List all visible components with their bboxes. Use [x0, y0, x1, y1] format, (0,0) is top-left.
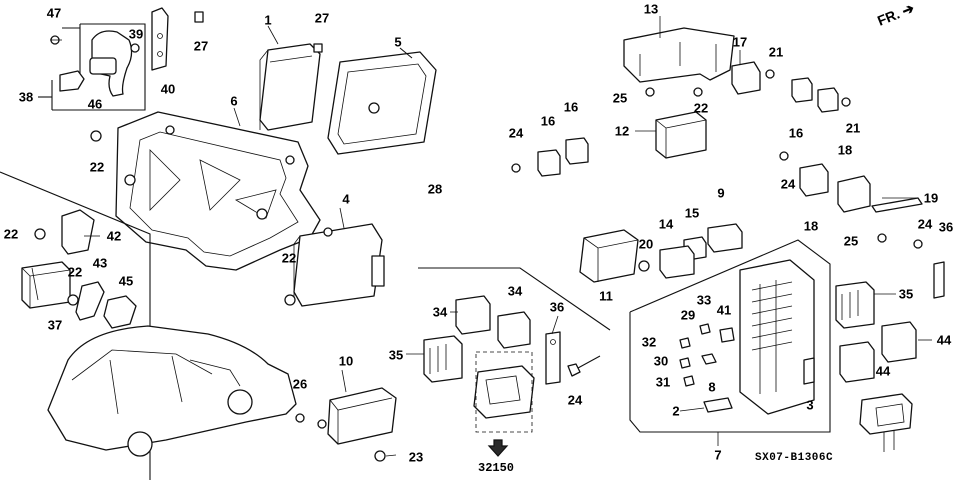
callout-12: 12 [614, 123, 630, 139]
callout-24: 24 [567, 392, 583, 408]
relay-cluster-upper-right [511, 27, 851, 177]
callout-22: 22 [67, 264, 83, 280]
callout-22: 22 [281, 250, 297, 266]
callout-10: 10 [338, 353, 354, 369]
callout-27: 27 [193, 38, 209, 54]
callout-6: 6 [230, 93, 238, 109]
relay-cluster-center [423, 295, 601, 457]
control-unit-10 [295, 387, 397, 462]
control-unit-4 [284, 223, 385, 307]
relay-cluster-mid-right [579, 151, 945, 299]
callout-47: 47 [46, 5, 62, 21]
callout-34: 34 [432, 304, 448, 320]
callout-32: 32 [641, 334, 657, 350]
callout-4: 4 [342, 191, 350, 207]
callout-25: 25 [612, 90, 628, 106]
callout-43: 43 [92, 255, 108, 271]
callout-24: 24 [780, 176, 796, 192]
reference-number: 32150 [478, 461, 515, 475]
callout-44: 44 [875, 363, 891, 379]
callout-39: 39 [128, 26, 144, 42]
callout-8: 8 [708, 379, 716, 395]
ecu-5 [327, 47, 437, 155]
callout-18: 18 [837, 142, 853, 158]
callout-29: 29 [680, 307, 696, 323]
callout-35: 35 [388, 347, 404, 363]
callout-22: 22 [3, 226, 19, 242]
callout-41: 41 [716, 302, 732, 318]
callout-20: 20 [638, 236, 654, 252]
callout-16: 16 [563, 99, 579, 115]
callout-11: 11 [599, 288, 613, 304]
callout-25: 25 [843, 233, 859, 249]
callout-22: 22 [89, 159, 105, 175]
callout-16: 16 [540, 113, 556, 129]
callout-13: 13 [643, 1, 659, 17]
callout-30: 30 [653, 353, 669, 369]
callout-35: 35 [898, 286, 914, 302]
callout-21: 21 [768, 44, 784, 60]
control-unit-1 [259, 43, 323, 131]
callout-16: 16 [788, 125, 804, 141]
callout-14: 14 [658, 216, 674, 232]
callout-5: 5 [394, 34, 402, 50]
callout-15: 15 [684, 205, 700, 221]
callout-40: 40 [160, 81, 176, 97]
callout-38: 38 [18, 89, 34, 105]
callout-9: 9 [717, 185, 725, 201]
callout-27: 27 [314, 10, 330, 26]
leader-lines [31, 16, 932, 457]
callout-7: 7 [714, 447, 722, 463]
callout-37: 37 [47, 317, 63, 333]
callout-45: 45 [118, 273, 134, 289]
callout-18: 18 [803, 218, 819, 234]
callout-21: 21 [845, 120, 861, 136]
diagram-code: SX07-B1306C [755, 452, 834, 464]
callout-24: 24 [917, 216, 933, 232]
callout-19: 19 [923, 190, 939, 206]
left-lower-parts [21, 209, 137, 329]
bracket-group-39 [38, 7, 204, 111]
callout-23: 23 [408, 449, 424, 465]
callout-36: 36 [938, 219, 954, 235]
callout-24: 24 [508, 125, 524, 141]
callout-44: 44 [936, 332, 952, 348]
callout-22: 22 [693, 100, 709, 116]
callout-36: 36 [549, 299, 565, 315]
callout-42: 42 [106, 228, 122, 244]
callout-26: 26 [292, 376, 308, 392]
callout-17: 17 [732, 34, 748, 50]
callout-34: 34 [507, 283, 523, 299]
callout-46: 46 [87, 96, 103, 112]
relay-cluster-far-right [835, 281, 917, 452]
mounting-bracket-6 [90, 111, 321, 271]
van-silhouette [47, 325, 297, 457]
callout-2: 2 [672, 403, 680, 419]
callout-28: 28 [427, 181, 443, 197]
fuse-box-7 [629, 239, 831, 433]
callout-1: 1 [264, 12, 272, 28]
callout-33: 33 [696, 292, 712, 308]
callout-3: 3 [806, 397, 814, 413]
callout-31: 31 [655, 374, 671, 390]
